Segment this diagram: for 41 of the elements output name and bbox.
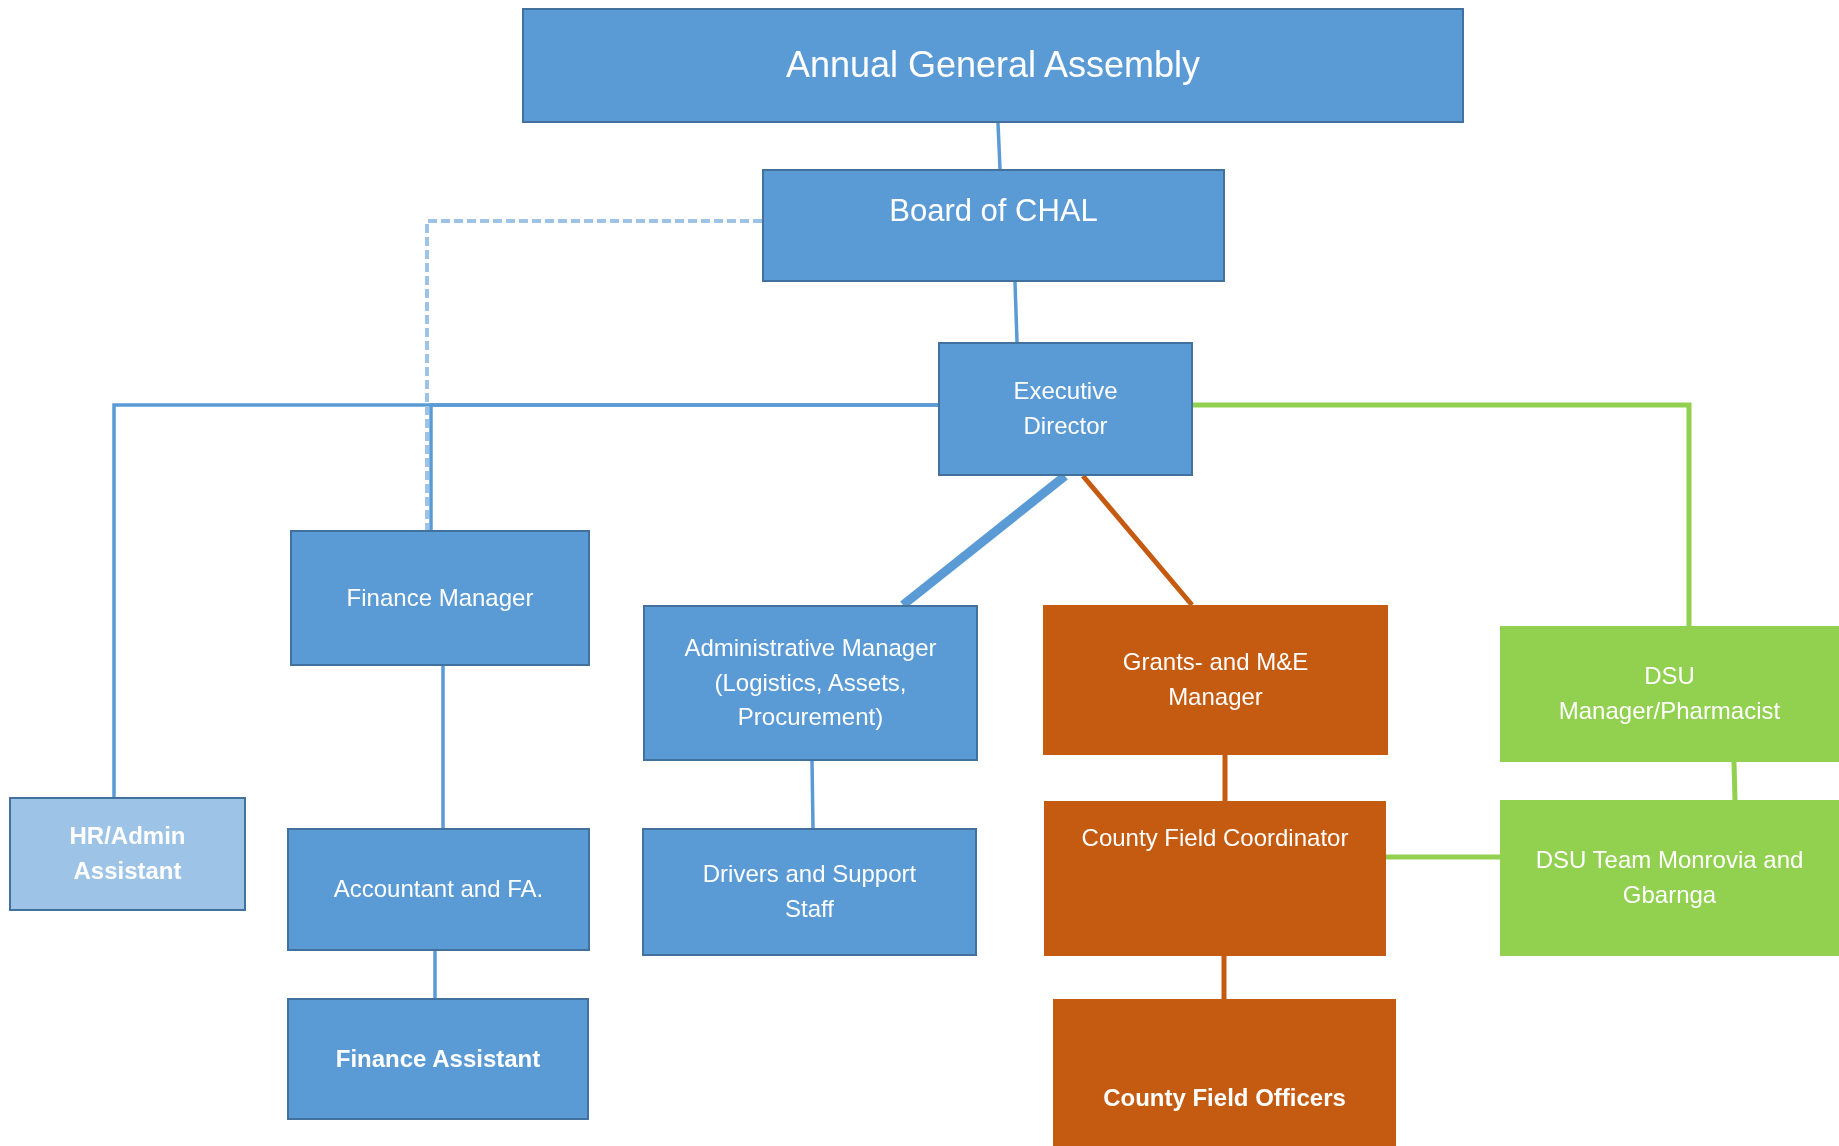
role-label: Grants- and M&E Manager (1121, 647, 1310, 712)
connector-line (433, 951, 437, 998)
board-box (762, 169, 1225, 282)
role-label: Annual General Assembly (785, 43, 1201, 88)
connector-line (441, 666, 445, 828)
staff-box (287, 828, 590, 951)
role-label: Executive Director (1012, 376, 1119, 441)
staff-box (1053, 999, 1396, 1146)
team-box (1500, 800, 1839, 956)
staff-box (287, 998, 589, 1120)
connector-line (1081, 474, 1194, 607)
connector-line (1221, 956, 1227, 999)
role-label: Board of CHAL (889, 192, 1098, 230)
role-label: DSU Manager/Pharmacist (1557, 661, 1782, 726)
role-label: County Field Coordinator (1081, 823, 1349, 853)
assembly-box (522, 8, 1464, 123)
dashed-connector (425, 219, 762, 530)
connector-line (810, 760, 815, 829)
manager-box (643, 605, 978, 761)
connector-line (1013, 281, 1019, 343)
role-label: Finance Manager (346, 582, 534, 613)
connector-line (1731, 761, 1738, 801)
manager-box (1043, 605, 1388, 755)
manager-box (290, 530, 590, 666)
role-label: DSU Team Monrovia and Gbarnga (1534, 845, 1805, 910)
role-label: Finance Assistant (335, 1043, 541, 1074)
role-label: Drivers and Support Staff (701, 859, 918, 924)
connector-line (112, 403, 938, 797)
role-label: Accountant and FA. (333, 874, 544, 905)
role-label: County Field Officers (1103, 1083, 1346, 1114)
staff-box (642, 828, 977, 956)
connector-line (1386, 854, 1500, 860)
connector-line (996, 122, 1002, 170)
connector-line (1193, 402, 1692, 626)
manager-box (1500, 626, 1839, 762)
role-label: Administrative Manager (Logistics, Assets, Procurement) (683, 632, 938, 733)
staff-box (9, 797, 246, 911)
connector-line (1222, 755, 1228, 801)
role-label: HR/Admin Assistant (68, 821, 187, 886)
coordinator-box (1044, 801, 1386, 956)
director-box (938, 342, 1193, 476)
